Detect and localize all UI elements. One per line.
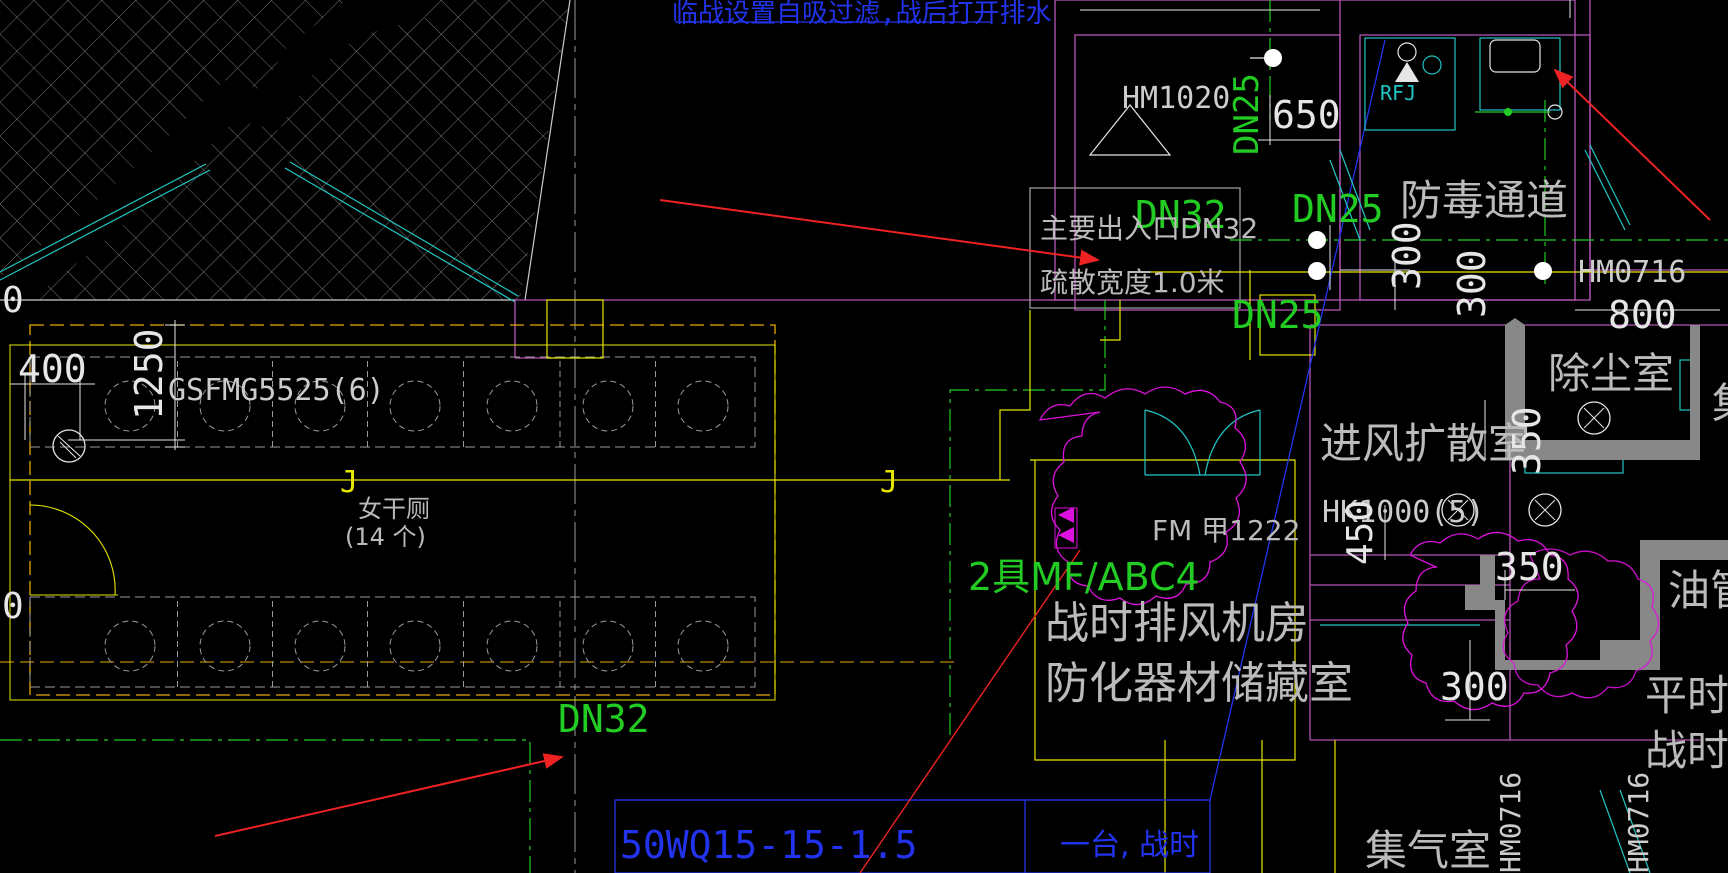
toilet-circle — [199, 380, 251, 432]
dn32-top: DN32 — [1135, 193, 1227, 237]
jinfeng-label: 进风扩散室 — [1320, 419, 1530, 468]
toilet-circle — [582, 620, 634, 672]
chuchenshi-label: 除尘室 — [1548, 349, 1674, 398]
zhanshi-edge-label: 战时 — [1645, 726, 1728, 775]
dim-350a: 350 — [1505, 406, 1549, 475]
arrow-to-dn32 — [214, 753, 564, 837]
arrow-to-fixture — [1553, 68, 1711, 221]
main-exit-line1: 主要出入口DN32 — [1040, 212, 1258, 245]
count14-label: (14 个) — [345, 523, 426, 551]
pump-note: 一台, 战时 — [1060, 828, 1199, 863]
red-arrows — [214, 68, 1711, 873]
toilet-circle — [677, 380, 729, 432]
toilet-circle — [294, 620, 346, 672]
dim-300c: 300 — [1440, 665, 1509, 709]
dim-1250: 1250 — [127, 328, 171, 420]
toilet-circle — [389, 380, 441, 432]
hatched-ramp-area — [0, 0, 571, 315]
toilet-circle — [677, 620, 729, 672]
fm-door-label: FM 甲1222 — [1152, 514, 1300, 547]
zero-b: 0 — [2, 586, 24, 627]
rfj-label: RFJ — [1380, 81, 1416, 105]
dn25-mid: DN25 — [1292, 187, 1384, 231]
equipment-box — [9, 299, 1010, 701]
toilet-circle — [199, 620, 251, 672]
hm0716-b: HM0716 — [1494, 772, 1527, 873]
dn32-bottom: DN32 — [558, 697, 650, 741]
j-left: J — [340, 465, 358, 500]
toilet-circle — [582, 380, 634, 432]
hm0716-c: HM0716 — [1622, 772, 1655, 873]
pingshi-label: 平时 — [1645, 671, 1728, 720]
pump-label: 50WQ15-15-1.5 — [620, 823, 917, 867]
gray-ducts — [1465, 318, 1728, 670]
toilet-circle — [389, 620, 441, 672]
hm1020-label: HM1020 — [1122, 81, 1230, 116]
dim-300a: 300 — [1385, 221, 1429, 290]
youguan-label: 油管 — [1668, 566, 1728, 615]
dimension-lines — [10, 0, 1720, 721]
revision-clouds — [1038, 386, 1660, 711]
hk-door-label: HK1000(5) — [1322, 495, 1485, 530]
valve-symbols — [52, 39, 1611, 549]
mf-abc-label: 2具MF/ABC4 — [968, 555, 1200, 599]
jiqi-label: 集气室 — [1365, 826, 1491, 873]
dim-450: 450 — [1340, 500, 1381, 565]
zero-a: 0 — [2, 280, 24, 321]
dim-350b: 350 — [1495, 545, 1564, 589]
gsfmg-label: GSFMG5525(6) — [168, 373, 385, 408]
nvgance-label: 女干厕 — [358, 495, 430, 523]
toilet-circle — [104, 380, 156, 432]
axis-lines — [0, 0, 960, 873]
dn25-low: DN25 — [1232, 293, 1324, 337]
toilet-circle — [294, 380, 346, 432]
arrow-to-exit-note — [659, 199, 1100, 266]
zhanshi-room-label: 战时排风机房 — [1045, 598, 1309, 649]
dim-300b: 300 — [1450, 249, 1494, 318]
dn25-vertical: DN25 — [1227, 73, 1267, 155]
toilet-circle — [486, 380, 538, 432]
top-note-text: 临战设置自吸过滤,战后打开排水 — [672, 0, 1052, 29]
dim-400: 400 — [18, 347, 87, 391]
j-right: J — [880, 465, 898, 500]
ji-edge-label: 集 — [1712, 379, 1728, 428]
toilet-circle — [104, 620, 156, 672]
hm0716-a: HM0716 — [1578, 255, 1686, 290]
blue-lines — [614, 21, 1386, 873]
main-exit-line2: 疏散宽度1.0米 — [1040, 266, 1225, 299]
dim-800: 800 — [1608, 293, 1677, 337]
toilet-fixtures — [104, 361, 729, 691]
dim-650: 650 — [1272, 93, 1341, 137]
fanghua-room-label: 防化器材储藏室 — [1045, 658, 1353, 709]
toilet-circle — [486, 620, 538, 672]
fangdu-label: 防毒通道 — [1400, 176, 1568, 225]
red-leader-line — [859, 549, 1081, 873]
